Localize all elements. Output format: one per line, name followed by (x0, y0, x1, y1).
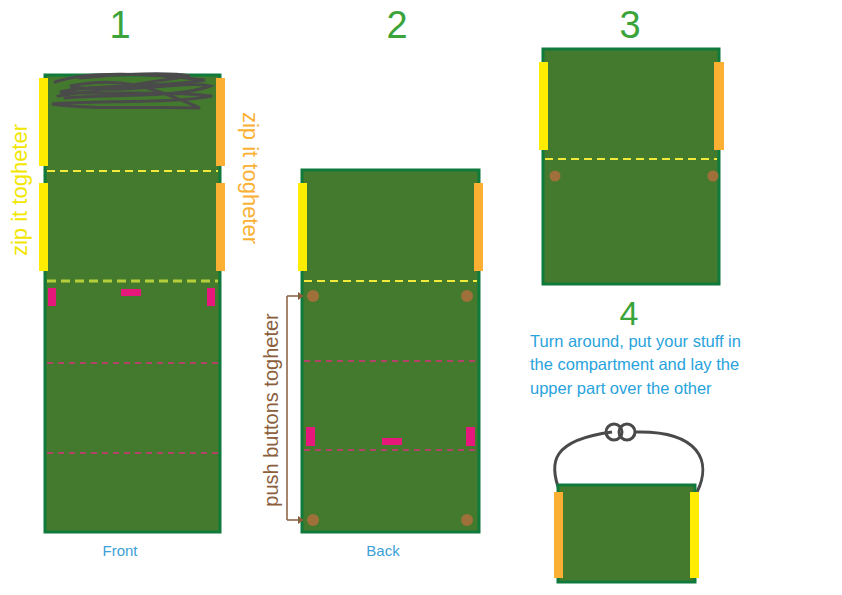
fold-line (47, 280, 218, 283)
zip-strip (554, 492, 563, 578)
snap-mark (306, 427, 315, 446)
push-button (550, 171, 561, 182)
panel-body (302, 170, 479, 532)
snap-mark (48, 288, 56, 306)
zip-instruction: zip it togheter (237, 112, 263, 244)
bracket-arrow (298, 292, 304, 524)
front-panel (39, 74, 225, 532)
zip-strip (216, 183, 225, 271)
snap-mark (121, 289, 141, 296)
button-instruction: push buttons togheter (259, 313, 283, 506)
panel-body (543, 49, 719, 284)
snap-mark (382, 438, 402, 445)
push-button (461, 290, 473, 302)
drawstring (52, 74, 212, 108)
push-button (461, 514, 473, 526)
zip-strip (539, 62, 548, 150)
zip-strip (216, 78, 225, 166)
zip-strip (298, 183, 307, 271)
panel-body (558, 485, 695, 582)
zip-strip (39, 78, 48, 166)
fold-line (304, 449, 477, 451)
push-button (307, 514, 319, 526)
push-button (708, 171, 719, 182)
fold-line (47, 170, 218, 172)
finished-bag (554, 424, 703, 582)
bracket (287, 296, 303, 520)
step-number: 4 (620, 293, 639, 334)
folded-panel (539, 49, 724, 284)
zip-strip (714, 62, 724, 150)
fold-line (545, 158, 717, 160)
zip-instruction: zip it togheter (7, 124, 33, 256)
panel-caption: Front (102, 542, 137, 560)
snap-mark (466, 427, 475, 446)
strap-ring (619, 424, 635, 440)
panel-body (45, 75, 220, 532)
push-button (307, 290, 319, 302)
back-panel (287, 170, 483, 532)
step-instruction: Turn around, put your stuff in the compa… (530, 330, 762, 400)
zip-strip (474, 183, 483, 271)
fold-line (47, 452, 218, 454)
step-number: 2 (386, 3, 407, 49)
zip-strip (690, 492, 699, 578)
fold-line (304, 360, 477, 362)
panel-caption: Back (366, 542, 399, 560)
fold-line (47, 362, 218, 364)
zip-strip (39, 183, 48, 271)
fold-line (304, 280, 477, 282)
step-number: 3 (619, 3, 640, 49)
step-number: 1 (109, 3, 130, 49)
snap-mark (207, 288, 215, 306)
